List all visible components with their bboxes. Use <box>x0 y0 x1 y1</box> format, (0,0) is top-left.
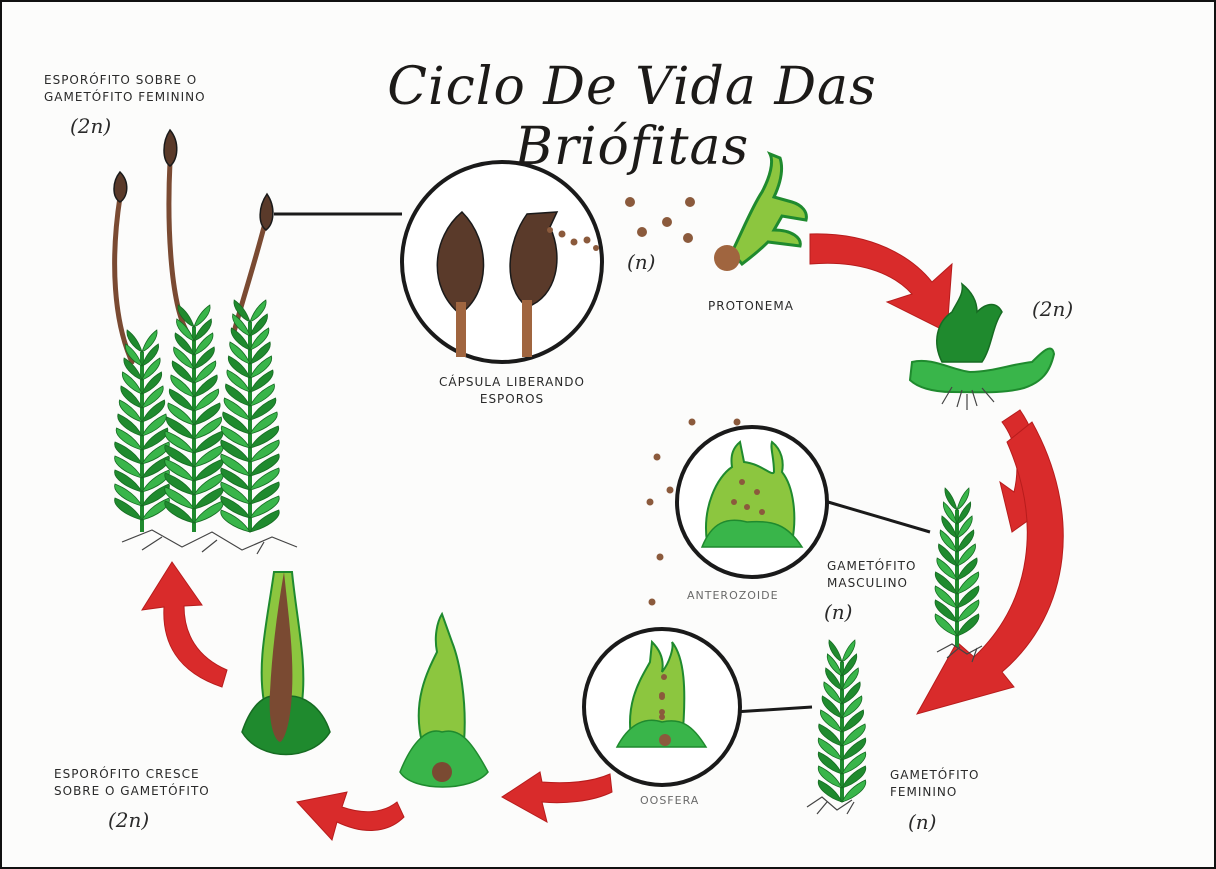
label-line: ESPOROS <box>422 391 602 408</box>
label-line: GAMETÓFITO <box>827 558 916 575</box>
label-female-gametophyte: GAMETÓFITO FEMININO <box>890 767 979 801</box>
ploidy-spores: (n) <box>627 250 656 274</box>
label-protonema: PROTONEMA <box>708 298 794 315</box>
label-sporophyte-on-female: ESPORÓFITO SOBRE O GAMETÓFITO FEMININO <box>44 72 206 106</box>
young-sporophyte <box>242 572 330 755</box>
released-spores <box>625 197 695 243</box>
label-line: GAMETÓFITO <box>890 767 979 784</box>
page-title: Ciclo De Vida Das Briófitas <box>272 57 992 177</box>
capsule-zoom-circle <box>402 162 602 362</box>
fertilized-archegonium <box>400 614 488 787</box>
male-zoom-circle <box>677 427 827 577</box>
female-gametophyte-stem <box>818 640 865 802</box>
moss-stem <box>818 640 865 802</box>
ploidy-sporophyte-grows: (2n) <box>108 808 149 832</box>
label-line: FEMININO <box>890 784 979 801</box>
ploidy-female-gametophyte: (n) <box>908 810 937 834</box>
label-line: ESPORÓFITO CRESCE <box>54 766 210 783</box>
ploidy-young-gametophyte: (2n) <box>1032 297 1073 321</box>
ploidy-male-gametophyte: (n) <box>824 600 853 624</box>
arrow-to-mature-sporophyte <box>142 562 227 687</box>
mature-moss-with-sporophytes <box>114 130 297 554</box>
arrow-protonema-to-young-gametophyte <box>810 234 952 332</box>
label-antherozoid: ANTEROZOIDE <box>687 587 779 604</box>
female-zoom-circle <box>584 629 740 785</box>
arrow-oosphere-to-fertilized <box>502 772 612 822</box>
arrow-fertilized-to-young-sporophyte <box>297 792 404 840</box>
male-gametophyte-stem <box>935 488 979 647</box>
arrow-to-female-gametophyte <box>917 422 1063 714</box>
moss-stem <box>115 330 170 532</box>
ploidy-sporophyte-on-female: (2n) <box>70 114 111 138</box>
label-male-gametophyte: GAMETÓFITO MASCULINO <box>827 558 916 592</box>
label-capsule: CÁPSULA LIBERANDO ESPOROS <box>422 374 602 408</box>
label-line: CÁPSULA LIBERANDO <box>422 374 602 391</box>
label-oosphere: OOSFERA <box>640 792 699 809</box>
label-line: SOBRE O GAMETÓFITO <box>54 783 210 800</box>
label-line: GAMETÓFITO FEMININO <box>44 89 206 106</box>
moss-stem <box>165 305 223 532</box>
label-sporophyte-grows: ESPORÓFITO CRESCE SOBRE O GAMETÓFITO <box>54 766 210 800</box>
moss-stem <box>221 300 279 532</box>
label-line: ESPORÓFITO SOBRE O <box>44 72 206 89</box>
moss-stem <box>935 488 979 647</box>
label-line: MASCULINO <box>827 575 916 592</box>
